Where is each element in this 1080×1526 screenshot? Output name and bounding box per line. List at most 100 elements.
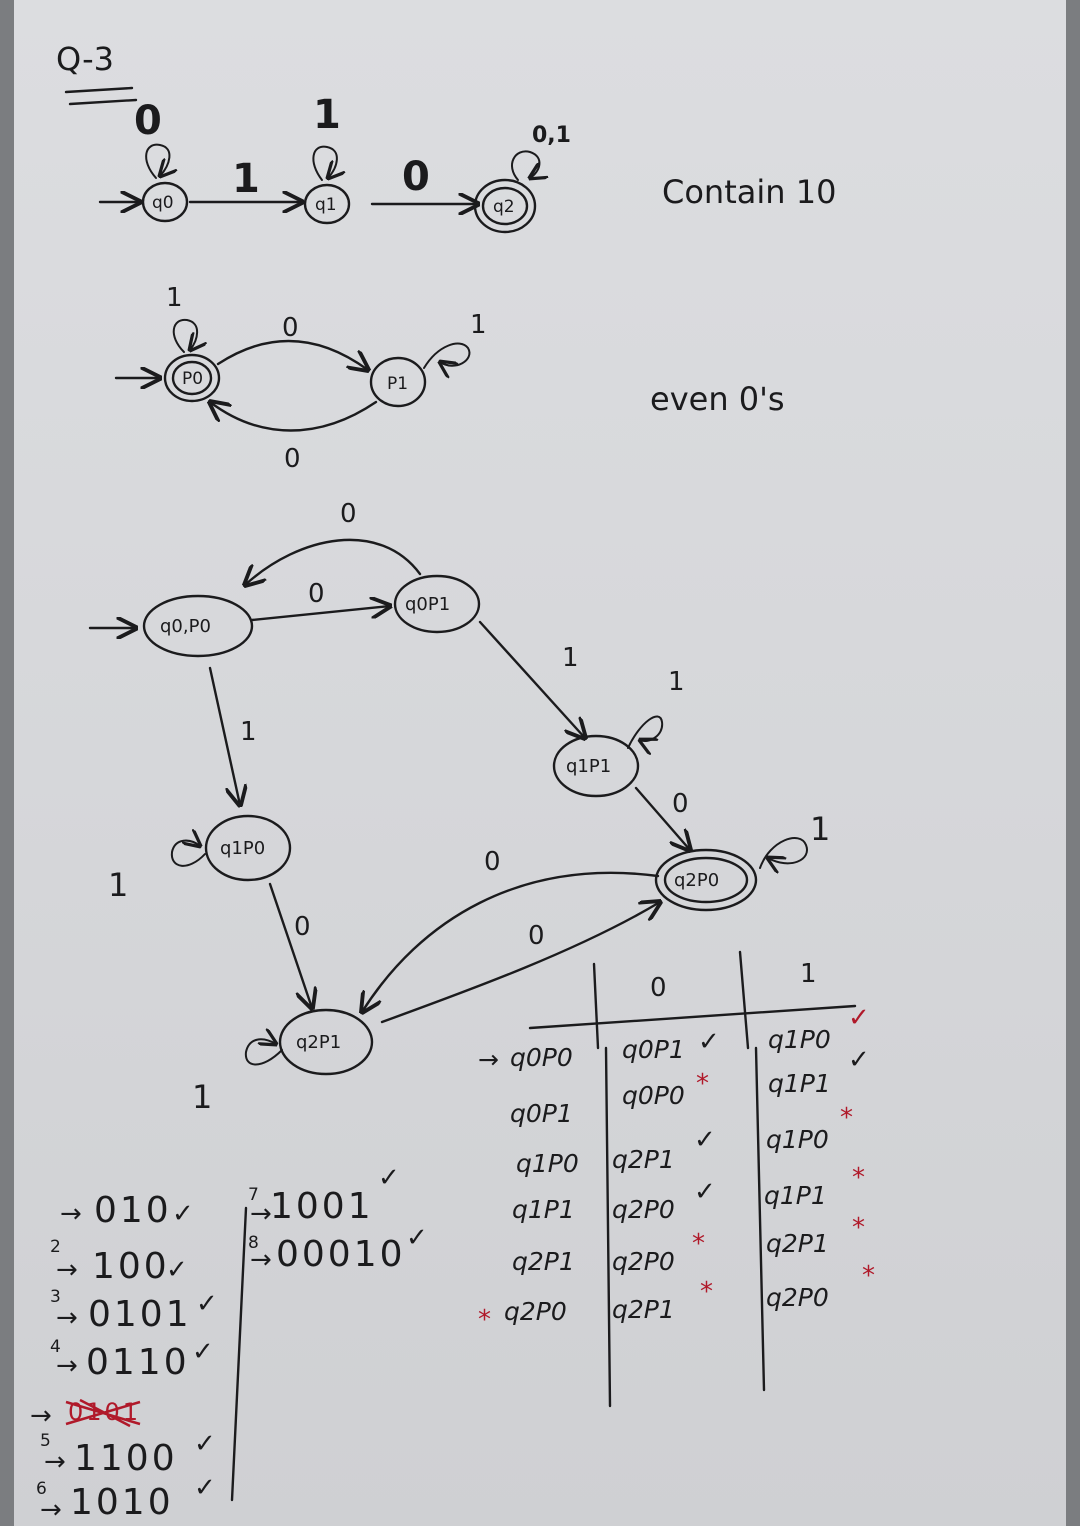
row-1-on0-mark: * — [696, 1069, 709, 1099]
str-2-index: 2 — [50, 1237, 61, 1257]
str-2: 100 — [92, 1246, 170, 1287]
q2p0-self-loop-label: 1 — [810, 810, 830, 848]
edge-q1p0-q2p1-label: 0 — [294, 912, 311, 942]
table-header-line — [528, 1004, 857, 1030]
state-p0 — [171, 360, 213, 396]
edge-q1p1-q2p0 — [634, 786, 690, 850]
edge-q2p0-q2p1-label: 0 — [484, 847, 501, 877]
row-0-on1-mark: ✓ — [848, 1003, 870, 1033]
state-q2 — [481, 186, 529, 226]
str-6-arrow: → — [40, 1495, 62, 1525]
state-p0-outer — [163, 353, 221, 403]
test-strings: → 010 ✓ → 2 100 ✓ → 3 0101 ✓ → 4 0110 ✓ … — [30, 1163, 428, 1525]
row-1-on1-mark: ✓ — [848, 1045, 870, 1075]
row-2-on0: q2P1 — [612, 1145, 675, 1174]
edge-q2p0-q2p1 — [362, 871, 660, 1012]
q1p1-self-loop-label: 1 — [668, 667, 685, 697]
q0-self-loop-label: 0 — [134, 98, 162, 144]
row-5-on1-mark: * — [862, 1261, 875, 1291]
dfa-even-zeros: 1 P0 0 P1 1 0 even 0's — [114, 283, 785, 474]
paper-sheet — [14, 0, 1066, 1526]
table-col-0: 0 — [650, 973, 667, 1003]
q1p0-self-loop — [170, 841, 206, 867]
row-0-on1: q1P0 — [768, 1025, 831, 1054]
row-3-on0: q2P0 — [612, 1195, 675, 1224]
str-8: 00010 — [276, 1234, 406, 1275]
row-2-on1-mark: * — [840, 1103, 853, 1133]
edge-p1-p0-label: 0 — [284, 444, 301, 474]
str-4: 0110 — [86, 1342, 190, 1383]
str-crossed-arrow: → — [30, 1401, 52, 1431]
state-q0p0 — [142, 594, 254, 658]
q0-self-loop — [145, 143, 169, 178]
strings-divider — [230, 1206, 248, 1502]
state-q2p0-outer — [654, 848, 758, 912]
product-dfa: q0,P0 q0P1 0 0 1 q1P0 1 1 q1P1 1 0 q2P0 … — [88, 499, 830, 1116]
row-5-state: q2P0 — [504, 1297, 567, 1326]
q2p1-self-loop — [244, 1039, 283, 1066]
state-q0 — [141, 181, 189, 223]
q1p1-self-loop — [627, 715, 664, 748]
transition-table: 0 1 → q0P0 q0P1 ✓ q1P0 ✓ q0P1 q0P0 * q1P… — [478, 950, 875, 1408]
row-1-on0: q0P0 — [622, 1081, 685, 1110]
edge-q0p0-q0p1-label: 0 — [308, 579, 325, 609]
str-7-check: ✓ — [378, 1163, 400, 1193]
str-6-check: ✓ — [194, 1473, 216, 1503]
str-5: 1100 — [74, 1438, 178, 1479]
caption-even-zeros: even 0's — [650, 380, 785, 418]
str-7: 1001 — [270, 1186, 374, 1227]
row-2-on1: q1P0 — [766, 1125, 829, 1154]
state-q1p0 — [204, 814, 292, 882]
row-4-on0-mark: * — [692, 1229, 705, 1259]
state-q1-label: q1 — [315, 195, 337, 215]
str-1-arrow: → — [60, 1199, 82, 1229]
edge-q0p0-q1p0 — [208, 666, 240, 805]
state-q2-outer — [473, 178, 537, 234]
row-3-on1: q1P1 — [764, 1181, 827, 1210]
state-q0p1 — [393, 574, 481, 634]
row-0-prefix: → — [478, 1045, 499, 1074]
str-6: 1010 — [70, 1482, 174, 1523]
edge-q0p0-q0p1 — [250, 606, 390, 622]
str-5-check: ✓ — [194, 1429, 216, 1459]
dfa-contain-10: 0 q0 1 1 q1 0 q2 0,1 Contain 10 — [98, 92, 836, 234]
q1-self-loop-label: 1 — [313, 92, 341, 138]
table-vline-1 — [592, 962, 612, 1408]
row-4-state: q2P1 — [512, 1247, 575, 1276]
table-vline-2 — [738, 950, 766, 1392]
edge-q2p1-q2p0-label: 0 — [528, 921, 545, 951]
q2-self-loop-label: 0,1 — [532, 123, 571, 148]
table-col-1: 1 — [800, 959, 817, 989]
str-2-check: ✓ — [166, 1255, 188, 1285]
state-q0p1-label: q0P1 — [405, 594, 450, 615]
row-1-state: q0P1 — [510, 1099, 573, 1128]
row-4-on1: q2P1 — [766, 1229, 829, 1258]
edge-q0p1-q0p0-label: 0 — [340, 499, 357, 529]
row-5-on0: q2P1 — [612, 1295, 675, 1324]
edge-q0p1-q1p1 — [478, 620, 585, 738]
p1-self-loop-label: 1 — [470, 310, 487, 340]
row-0-state: q0P0 — [510, 1043, 573, 1072]
edge-p0-p1-label: 0 — [282, 313, 299, 343]
state-q0-label: q0 — [152, 193, 174, 213]
str-6-index: 6 — [36, 1479, 47, 1499]
state-q1 — [303, 183, 351, 225]
state-q2p1-label: q2P1 — [296, 1032, 341, 1053]
str-5-index: 5 — [40, 1431, 51, 1451]
row-2-on0-mark: ✓ — [694, 1125, 716, 1155]
row-3-on0-mark: ✓ — [694, 1177, 716, 1207]
row-2-state: q1P0 — [516, 1149, 579, 1178]
edge-q0p1-q0p0 — [245, 538, 422, 585]
str-1: 010 — [94, 1190, 172, 1231]
str-crossed-scribble — [65, 1398, 141, 1428]
state-q2p0-label: q2P0 — [674, 870, 719, 891]
row-1-on1: q1P1 — [768, 1069, 831, 1098]
edge-q0-q1-label: 1 — [232, 156, 260, 202]
str-3-check: ✓ — [196, 1289, 218, 1319]
q1-self-loop — [312, 145, 337, 180]
state-q2p0 — [663, 856, 749, 904]
row-0-on0-mark: ✓ — [698, 1027, 720, 1057]
p0-self-loop — [172, 318, 197, 352]
question-title: Q-3 — [56, 40, 114, 78]
